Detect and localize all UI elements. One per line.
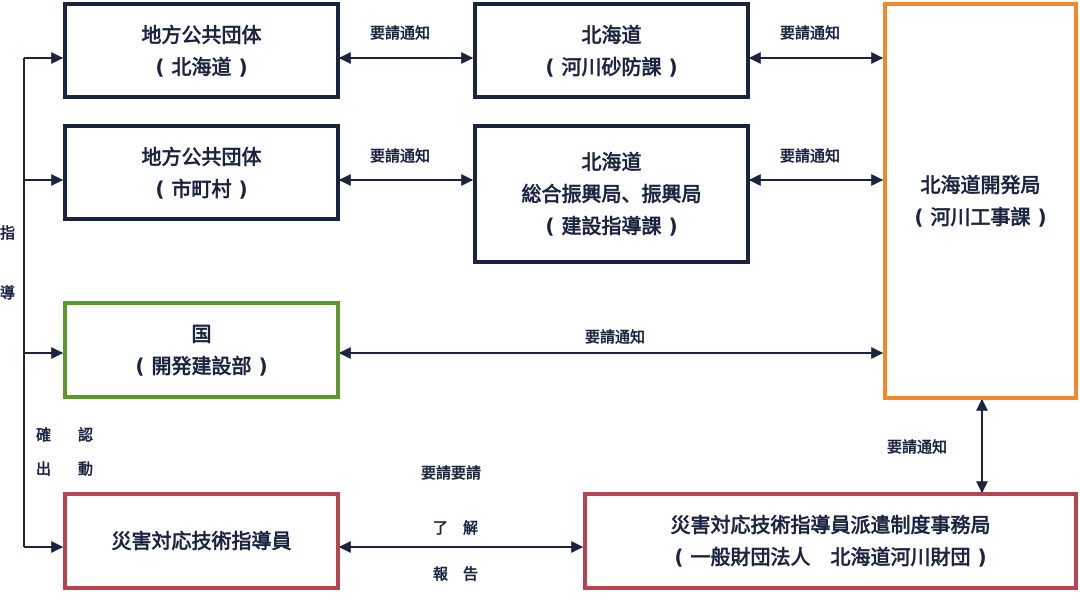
label-guidance-2: 導 xyxy=(0,284,16,302)
box-hokkaido-river-sabo-line1: 北海道 xyxy=(581,22,642,47)
box-hokkaido-river-sabo: 北海道 ( 河川砂防課 ) xyxy=(473,2,750,99)
label-confirm-2: 認 xyxy=(78,426,94,444)
box-national-line1: 国 xyxy=(191,322,212,346)
label-dispatch-2: 動 xyxy=(78,460,94,478)
label-request-6: 要請通知 xyxy=(887,438,948,456)
label-guidance-1: 指 xyxy=(0,224,16,242)
label-confirm-1: 確 xyxy=(36,426,52,444)
box-dispatch-office-line1: 災害対応技術指導員派遣制度事務局 xyxy=(670,513,991,537)
box-development-bureau-line1: 北海道開発局 xyxy=(920,173,1041,197)
box-dispatch-office-line2: ( 一般財団法人 北海道河川財団 ) xyxy=(674,545,987,569)
box-hokkaido-bureau-line3: ( 建設指導課 ) xyxy=(545,214,678,238)
box-local-hokkaido: 地方公共団体 ( 北海道 ) xyxy=(63,2,340,99)
label-request-5: 要請通知 xyxy=(585,328,646,346)
box-hokkaido-bureau-line1: 北海道 xyxy=(581,150,642,174)
label-request-2: 要請通知 xyxy=(780,24,841,42)
box-disaster-advisor-line1: 災害対応技術指導員 xyxy=(111,529,292,553)
box-local-hokkaido-line1: 地方公共団体 xyxy=(141,22,262,47)
box-hokkaido-bureau: 北海道 総合振興局、振興局 ( 建設指導課 ) xyxy=(473,124,750,264)
box-local-municipality: 地方公共団体 ( 市町村 ) xyxy=(63,124,340,221)
label-request-4: 要請通知 xyxy=(780,147,841,165)
label-request-3: 要請通知 xyxy=(370,147,431,165)
label-acknowledge: 了 解 xyxy=(433,519,479,537)
label-dispatch-1: 出 xyxy=(36,460,52,478)
box-national-line2: ( 開発建設部 ) xyxy=(135,354,268,378)
box-local-hokkaido-line2: ( 北海道 ) xyxy=(155,54,248,79)
box-dispatch-office: 災害対応技術指導員派遣制度事務局 ( 一般財団法人 北海道河川財団 ) xyxy=(583,492,1078,590)
box-development-bureau: 北海道開発局 ( 河川工事課 ) xyxy=(883,2,1078,400)
box-development-bureau-line2: ( 河川工事課 ) xyxy=(914,205,1047,229)
box-national: 国 ( 開発建設部 ) xyxy=(63,301,340,399)
label-report: 報 告 xyxy=(433,565,479,583)
box-hokkaido-bureau-line2: 総合振興局、振興局 xyxy=(521,182,702,206)
label-request-request: 要請要請 xyxy=(421,464,482,482)
box-local-municipality-line2: ( 市町村 ) xyxy=(155,176,248,201)
box-local-municipality-line1: 地方公共団体 xyxy=(141,144,262,169)
box-hokkaido-river-sabo-line2: ( 河川砂防課 ) xyxy=(545,54,678,79)
box-disaster-advisor: 災害対応技術指導員 xyxy=(63,492,340,590)
label-request-1: 要請通知 xyxy=(370,24,431,42)
